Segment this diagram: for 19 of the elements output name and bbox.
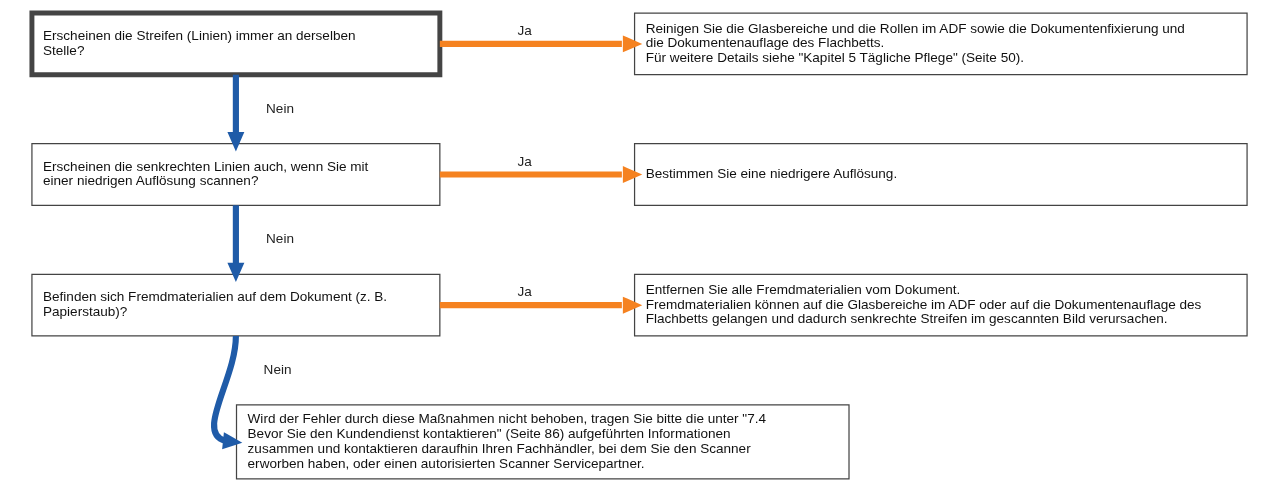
arrow: [439, 296, 643, 314]
arrow: [439, 166, 643, 183]
node-box: Wird der Fehler durch diese Maßnahmen nicht behoben, tragen Sie bitte die unter "7.4 Bevor Sie den Kundendienst kontaktieren" (Seite 86) aufgeführten Informationen zusammen und kontaktieren daraufhin Ihren Fachhändler, bei dem Sie den Scanner erworben haben, oder einen autorisierten Scanner Servicepartner.: [235, 404, 850, 480]
edge-label: Ja: [517, 284, 532, 300]
edge-label: Ja: [517, 153, 532, 169]
edge-label: Nein: [263, 361, 292, 377]
arrow: [227, 74, 245, 152]
edge-label: Nein: [266, 231, 294, 247]
node-box: Befinden sich Fremdmaterialien auf dem Dokument (z. B. Papierstaub)?: [31, 273, 441, 337]
edge-label: Ja: [517, 23, 532, 39]
node-box: Entfernen Sie alle Fremdmaterialien vom Dokument. Fremdmaterialien können auf die Glasbereiche im ADF oder auf die Dokumentenauflage des Flachbetts gelangen und dadurch senkrechte Streifen im gescannten Bild verursachen.: [633, 273, 1248, 337]
edge-label: Nein: [266, 100, 294, 116]
arrow: [227, 205, 245, 283]
node-box: Bestimmen Sie eine niedrigere Auflösung.: [633, 143, 1248, 206]
node-box: Erscheinen die senkrechten Linien auch, wenn Sie mit einer niedrigen Auflösung scannen?: [31, 143, 441, 206]
node-box: Erscheinen die Streifen (Linien) immer an derselben Stelle?: [29, 10, 443, 78]
node-box: Reinigen Sie die Glasbereiche und die Rollen im ADF sowie die Dokumentenfixierung und die Dokumentenauflage des Flachbetts. Für weitere Details siehe "Kapitel 5 Tägliche Pflege" (Seite 50).: [633, 12, 1248, 76]
arrow: [211, 335, 243, 450]
arrow: [439, 35, 643, 53]
